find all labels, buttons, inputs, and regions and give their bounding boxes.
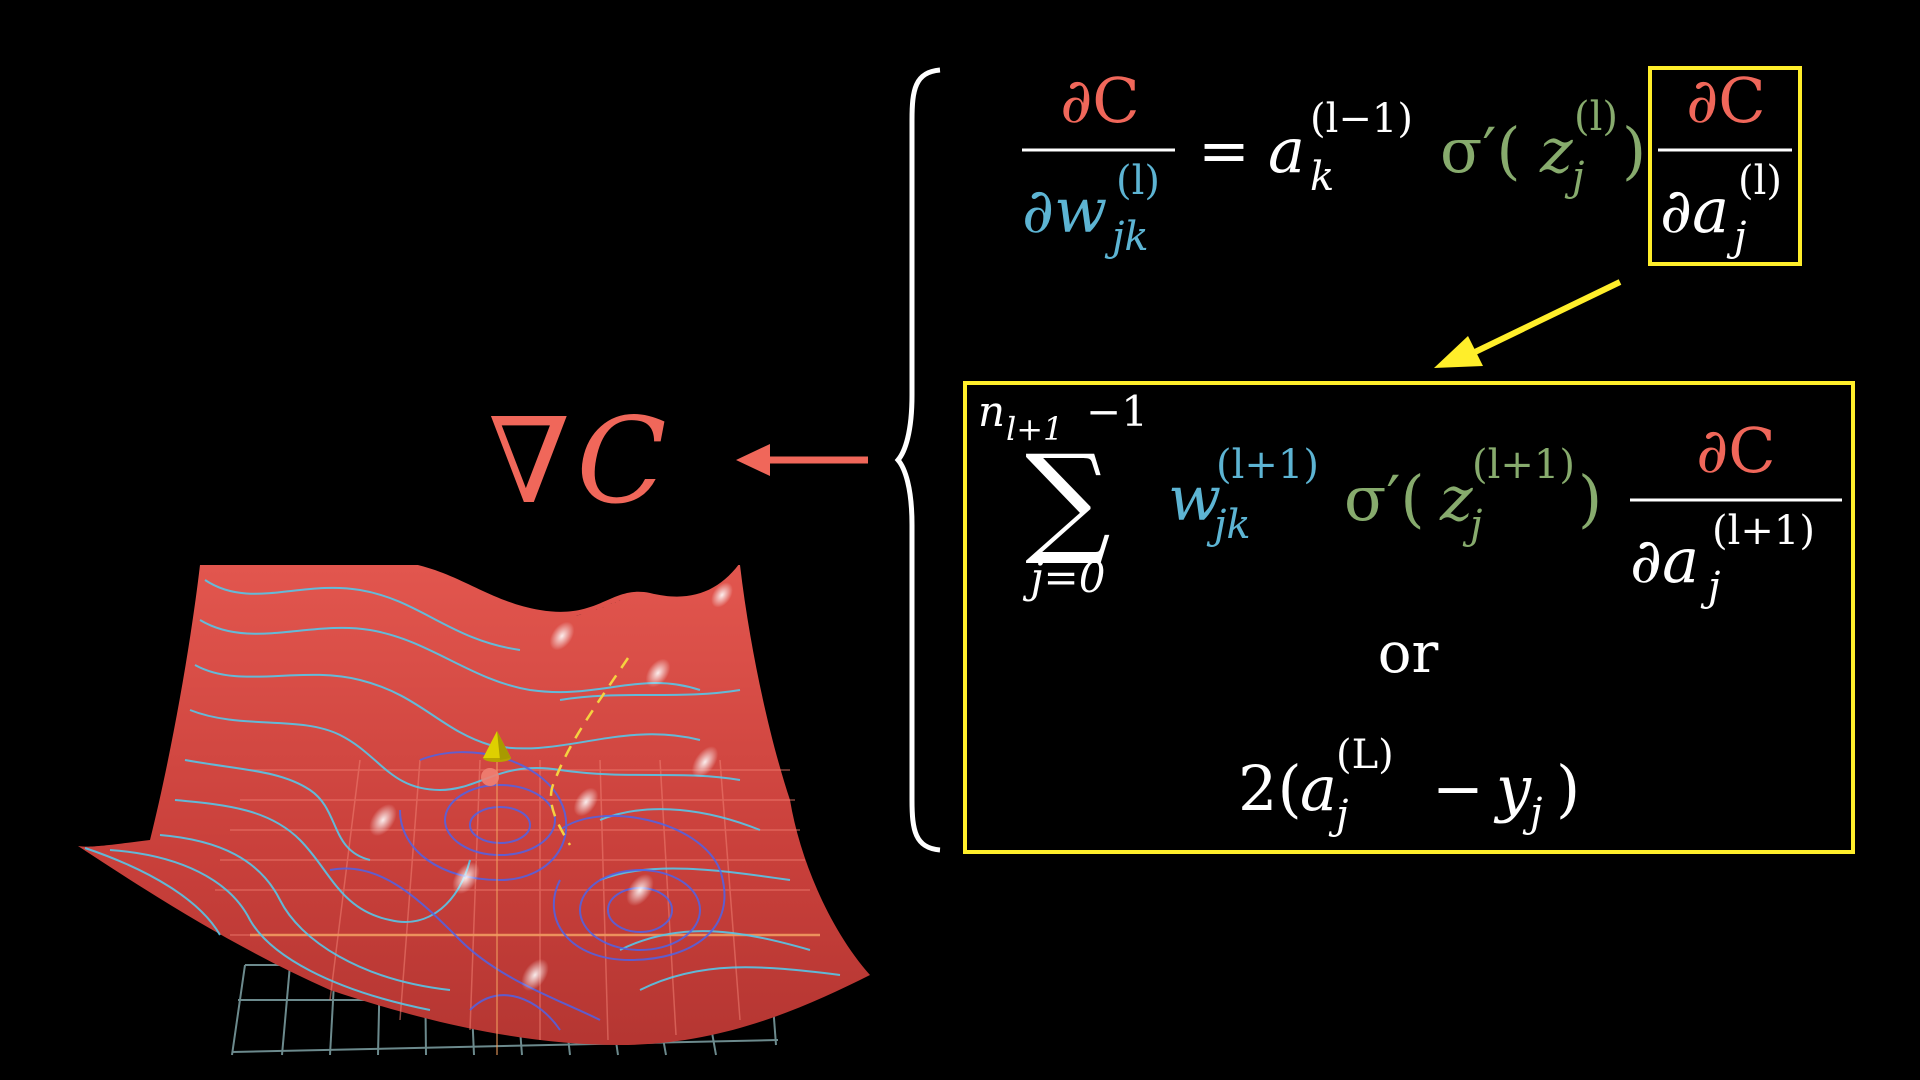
nabla-glyph: ∇ (488, 392, 570, 530)
frac2-den-subscript: j (1700, 564, 1720, 610)
lhs-numerator: ∂C (1060, 64, 1140, 137)
frac2-numerator: ∂C (1696, 414, 1776, 487)
lhs-denominator: ∂w (1022, 174, 1107, 247)
sum-upper-subscript: l+1 (1006, 410, 1063, 448)
highlight-box-small (1648, 66, 1802, 266)
descent-path (549, 657, 630, 846)
base-minus: − (1432, 752, 1484, 825)
highlight-arrow (1434, 279, 1622, 368)
weight-derivative-equation: ∂C ∂w (l) jk = a (l−1) k σ′( z (l) j ) ∂… (1022, 64, 1802, 266)
left-arrow (736, 444, 868, 476)
frac2-den-superscript: (l+1) (1712, 508, 1815, 554)
weight-subscript: jk (1206, 502, 1251, 548)
rhs-den-superscript: (l) (1738, 158, 1782, 204)
base-two-paren: 2( (1238, 752, 1302, 825)
frac2-denominator: ∂a (1630, 524, 1699, 597)
base-y: y (1493, 752, 1532, 825)
cost-surface-plot (78, 550, 870, 1056)
z-symbol-2: z (1439, 462, 1473, 535)
sigma-prime-2: σ′( (1344, 462, 1425, 535)
position-marker (481, 731, 511, 1055)
weight-w: w (1168, 462, 1221, 535)
lhs-den-subscript: jk (1104, 214, 1149, 260)
z-close-paren-2: ) (1578, 462, 1602, 535)
svg-text:∇C: ∇C (488, 392, 667, 530)
z-close-paren: ) (1622, 114, 1646, 187)
lhs-den-superscript: (l) (1116, 158, 1160, 204)
rhs-den-subscript: j (1726, 214, 1746, 260)
z-superscript-2: (l+1) (1472, 442, 1575, 488)
rhs-numerator: ∂C (1686, 64, 1766, 137)
activation-a: a (1268, 114, 1305, 187)
sum-symbol: ∑ (1025, 430, 1111, 569)
base-a-superscript: (L) (1336, 732, 1394, 778)
surface-highlights (369, 582, 733, 992)
sum-upper-tail: −1 (1086, 387, 1148, 436)
contour-lines (84, 579, 841, 1011)
base-a: a (1300, 752, 1337, 825)
sum-lower: j=0 (1023, 553, 1106, 602)
curly-brace (894, 67, 941, 853)
sigma-prime: σ′( (1440, 114, 1521, 187)
rhs-denominator: ∂a (1660, 174, 1729, 247)
weight-superscript: (l+1) (1216, 442, 1319, 488)
z-superscript: (l) (1574, 94, 1618, 140)
gradient-symbol: ∇C (488, 392, 667, 530)
or-label: or (1378, 621, 1439, 686)
sum-upper-n: n (978, 387, 1005, 436)
activation-superscript: (l−1) (1310, 96, 1413, 142)
cost-glyph: C (576, 392, 666, 530)
activation-derivative-box: n l+1 −1 ∑ j=0 w (l+1) jk σ′( z (l+1) j … (963, 381, 1855, 854)
base-close-paren: ) (1556, 752, 1580, 825)
z-symbol: z (1539, 114, 1573, 187)
equals-sign: = (1198, 114, 1250, 187)
highlight-box-large (963, 381, 1855, 854)
surface-body (78, 565, 870, 1045)
activation-subscript: k (1310, 154, 1334, 200)
